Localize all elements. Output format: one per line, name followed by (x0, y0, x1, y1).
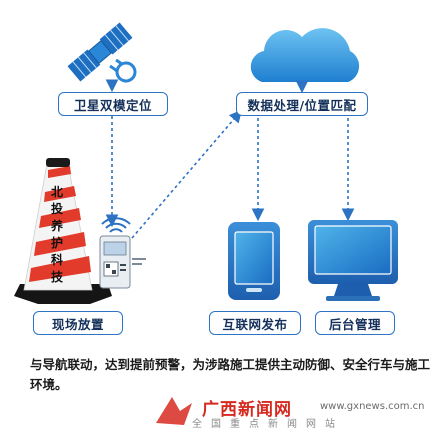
watermark-subtitle: 全国重点新闻网站 (192, 419, 344, 430)
cone-brand-text: 北投养护科技 (50, 185, 63, 284)
cloud-icon (250, 28, 360, 83)
label-site-placement: 现场放置 (33, 311, 123, 335)
watermark: 广西新闻网 www.gxnews.com.cn 全国重点新闻网站 (150, 393, 440, 431)
label-backend-management: 后台管理 (315, 311, 395, 335)
gps-device-icon (99, 217, 146, 289)
mobile-phone-icon (228, 222, 280, 300)
label-data-processing: 数据处理/位置匹配 (236, 92, 368, 116)
traffic-cone-icon (14, 158, 112, 304)
label-internet-release: 互联网发布 (209, 311, 301, 335)
watermark-name: 广西新闻网 (202, 400, 292, 420)
watermark-url: www.gxnews.com.cn (320, 401, 425, 412)
connectors (105, 79, 355, 239)
watermark-logo-icon (156, 397, 192, 425)
label-satellite-positioning: 卫星双模定位 (58, 92, 168, 116)
caption-text: 与导航联动，达到提前预警，为涉路施工提供主动防御、安全行车与施工环境。 (30, 357, 431, 392)
satellite-icon (67, 22, 137, 83)
arrow-device-to-processing (131, 109, 243, 239)
monitor-icon (308, 220, 398, 301)
